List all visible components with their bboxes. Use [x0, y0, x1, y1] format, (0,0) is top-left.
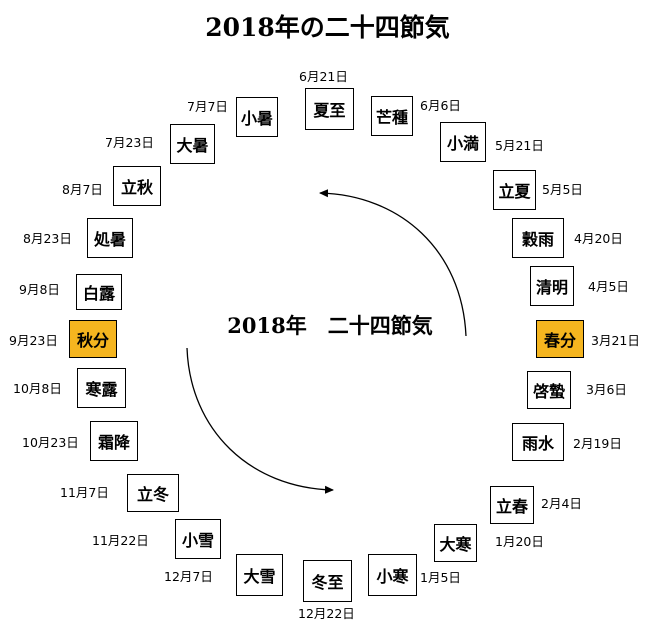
term-box: 春分: [536, 320, 584, 358]
term-box: 大寒: [434, 524, 477, 562]
term-box: 立夏: [493, 170, 536, 210]
term-box: 小暑: [236, 97, 278, 137]
term-date: 11月22日: [92, 533, 149, 548]
term-date: 12月7日: [164, 569, 213, 584]
term-date: 12月22日: [298, 606, 355, 621]
term-box: 冬至: [303, 560, 352, 602]
lower-arrow: [186, 347, 334, 494]
term-date: 3月6日: [586, 382, 627, 397]
term-date: 4月5日: [588, 279, 629, 294]
term-date: 5月5日: [542, 182, 583, 197]
term-date: 1月20日: [495, 534, 544, 549]
term-date: 9月23日: [9, 333, 58, 348]
term-box: 白露: [76, 274, 122, 310]
term-date: 10月8日: [13, 381, 62, 396]
term-box: 雨水: [512, 423, 564, 461]
term-box: 立冬: [127, 474, 179, 512]
upper-arrow: [319, 189, 467, 337]
term-box: 処暑: [87, 218, 133, 258]
center-title: 2018年 二十四節気: [227, 313, 433, 338]
term-date: 11月7日: [60, 485, 109, 500]
term-box: 清明: [530, 266, 574, 306]
term-box: 穀雨: [512, 218, 564, 258]
term-date: 2月19日: [573, 436, 622, 451]
diagram-title: 2018年の二十四節気: [205, 13, 450, 42]
term-date: 3月21日: [591, 333, 640, 348]
term-date: 8月7日: [62, 182, 103, 197]
term-box: 啓蟄: [527, 371, 571, 409]
term-date: 2月4日: [541, 496, 582, 511]
term-date: 10月23日: [22, 435, 79, 450]
term-box: 立秋: [113, 166, 161, 206]
term-box: 芒種: [371, 96, 413, 136]
term-date: 5月21日: [495, 138, 544, 153]
term-date: 4月20日: [574, 231, 623, 246]
term-box: 小寒: [368, 554, 417, 596]
term-date: 8月23日: [23, 231, 72, 246]
term-box: 霜降: [90, 421, 138, 461]
term-date: 7月23日: [105, 135, 154, 150]
term-box: 小雪: [175, 519, 221, 559]
term-date: 6月21日: [299, 69, 348, 84]
term-date: 1月5日: [420, 570, 461, 585]
term-box: 秋分: [69, 320, 117, 358]
term-box: 大暑: [170, 124, 215, 164]
term-date: 6月6日: [420, 98, 461, 113]
term-box: 寒露: [77, 368, 126, 408]
term-box: 大雪: [236, 554, 283, 596]
term-box: 立春: [490, 486, 534, 524]
term-date: 9月8日: [19, 282, 60, 297]
term-box: 小満: [440, 122, 486, 162]
term-date: 7月7日: [187, 99, 228, 114]
term-box: 夏至: [305, 88, 354, 130]
